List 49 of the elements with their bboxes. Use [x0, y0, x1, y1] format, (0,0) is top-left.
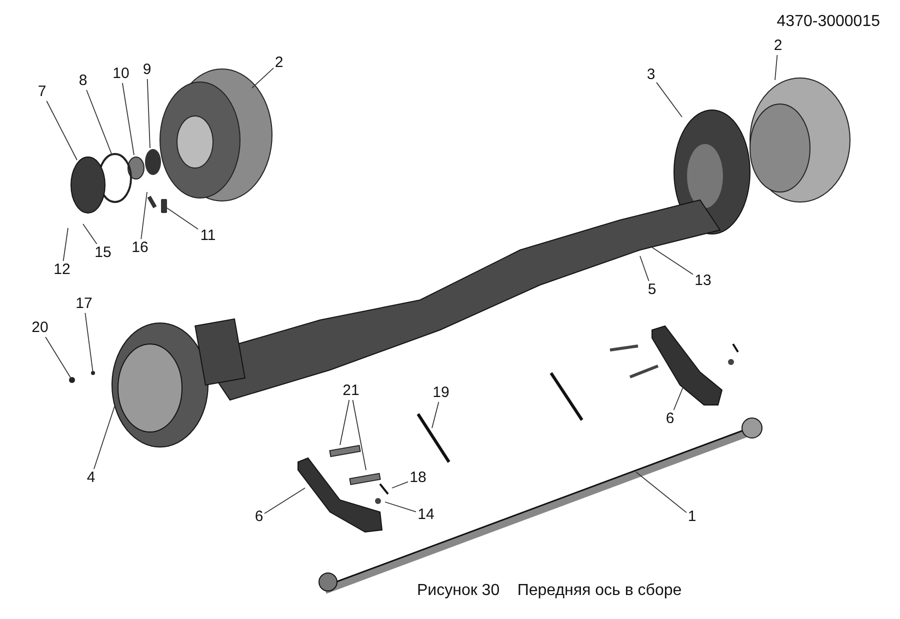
leader-line — [636, 472, 687, 514]
leader-line — [656, 82, 682, 118]
leader-line — [774, 54, 778, 80]
leader-line — [340, 400, 350, 446]
leader-line — [140, 192, 148, 240]
callout-number: 1 — [686, 508, 698, 526]
callout-number: 3 — [646, 66, 656, 84]
leader-line — [122, 82, 134, 156]
callout-number: 21 — [341, 382, 361, 400]
callout-number: 18 — [408, 469, 428, 487]
callout-number: 2 — [772, 37, 784, 55]
callout-number: 19 — [431, 384, 451, 402]
callout-number: 6 — [254, 508, 264, 526]
callout-number: 14 — [416, 506, 436, 524]
callout-number: 17 — [74, 295, 94, 313]
leader-line — [146, 78, 150, 148]
leader-line — [432, 402, 440, 428]
callout-number: 8 — [78, 72, 88, 90]
leader-line — [94, 404, 116, 470]
leader-line — [86, 90, 112, 156]
leader-line — [82, 224, 98, 244]
bolt — [161, 199, 167, 213]
part-number: 4370-3000015 — [776, 13, 880, 31]
callout-number: 10 — [111, 65, 131, 83]
callout-number: 15 — [93, 244, 113, 262]
leader-line — [384, 502, 416, 512]
callout-number: 6 — [664, 410, 676, 428]
leader-line — [46, 100, 78, 160]
callout-number: 2 — [274, 54, 284, 72]
callout-number: 11 — [198, 227, 218, 245]
leader-line — [62, 228, 68, 262]
leader-line — [650, 246, 694, 275]
leader-line — [166, 208, 198, 230]
callout-number: 20 — [30, 319, 50, 337]
callout-number: 7 — [36, 83, 48, 101]
leader-line — [392, 481, 408, 488]
leader-line — [640, 256, 650, 282]
callout-number: 13 — [693, 272, 713, 290]
callout-number: 5 — [646, 281, 658, 299]
figure-caption: Рисунок 30 Передняя ось в сборе — [417, 582, 682, 600]
leader-line — [264, 488, 306, 514]
leader-line — [352, 400, 366, 470]
leader-line — [252, 68, 274, 88]
callout-number: 4 — [86, 469, 96, 487]
leader-line — [45, 336, 72, 380]
callout-number: 16 — [130, 239, 150, 257]
callout-number: 9 — [142, 61, 152, 79]
leader-line — [84, 312, 94, 374]
callout-number: 12 — [52, 261, 72, 279]
